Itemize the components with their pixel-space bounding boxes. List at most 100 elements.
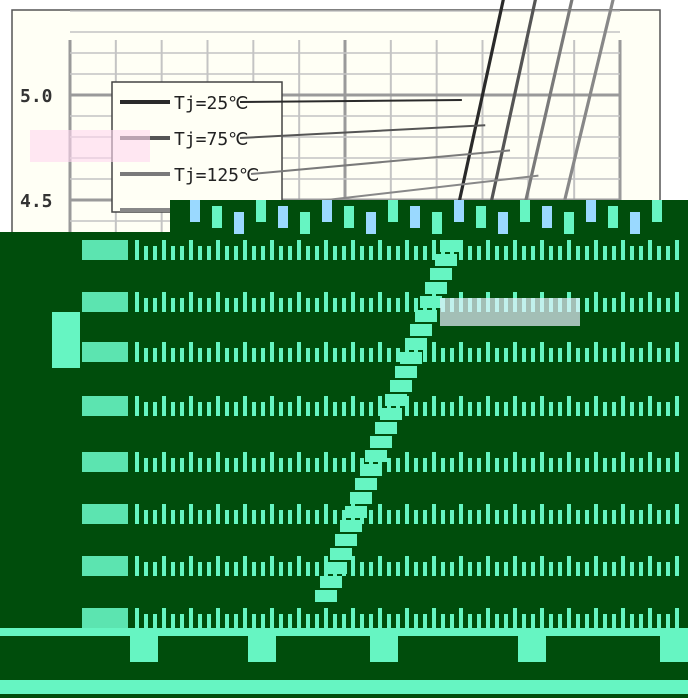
artifact-stripe (621, 292, 625, 312)
artifact-stripe (288, 402, 292, 416)
artifact-stripe (522, 246, 526, 260)
artifact-stripe (162, 342, 166, 362)
artifact-stripe (189, 292, 193, 312)
artifact-stripe (225, 510, 229, 524)
artifact-stripe (279, 298, 283, 312)
artifact-stripe (234, 298, 238, 312)
glitch-block (608, 206, 618, 228)
artifact-stripe (135, 292, 139, 312)
artifact-stripe (423, 562, 427, 576)
artifact-stripe (324, 608, 328, 628)
artifact-stripe (486, 240, 490, 260)
artifact-stripe (504, 458, 508, 472)
artifact-stripe (351, 452, 355, 472)
artifact-stripe (333, 614, 337, 628)
artifact-stripe (270, 240, 274, 260)
artifact-stripe (585, 246, 589, 260)
artifact-stripe (558, 246, 562, 260)
artifact-stripe (324, 452, 328, 472)
artifact-stripe (495, 246, 499, 260)
artifact-stripe (342, 298, 346, 312)
artifact-stripe (558, 614, 562, 628)
artifact-stripe (234, 614, 238, 628)
y-tick-label: 5.0 (20, 86, 53, 107)
artifact-stripe (585, 510, 589, 524)
artifact-block (370, 636, 398, 662)
artifact-stripe (630, 562, 634, 576)
artifact-stripe (531, 458, 535, 472)
artifact-stripe (486, 342, 490, 362)
artifact-stripe (252, 348, 256, 362)
artifact-stripe (135, 504, 139, 524)
artifact-stripe (567, 608, 571, 628)
artifact-stripe (279, 614, 283, 628)
artifact-stripe (549, 402, 553, 416)
artifact-stripe (531, 614, 535, 628)
artifact-stripe (621, 452, 625, 472)
artifact-stripe (486, 452, 490, 472)
artifact-stripe (468, 510, 472, 524)
artifact-trail (415, 310, 437, 322)
artifact-stripe (621, 396, 625, 416)
artifact-stripe (297, 396, 301, 416)
artifact-stripe (585, 298, 589, 312)
artifact-trail (395, 366, 417, 378)
artifact-stripe (648, 292, 652, 312)
artifact-stripe (180, 298, 184, 312)
artifact-stripe (180, 402, 184, 416)
artifact-stripe (153, 298, 157, 312)
artifact-stripe (171, 510, 175, 524)
glitch-block (234, 212, 244, 234)
artifact-stripe (567, 240, 571, 260)
artifact-stripe (612, 510, 616, 524)
artifact-stripe (297, 240, 301, 260)
artifact-stripe (603, 246, 607, 260)
artifact-stripe (585, 458, 589, 472)
artifact-stripe (225, 614, 229, 628)
artifact-stripe (477, 614, 481, 628)
artifact-stripe (648, 396, 652, 416)
artifact-stripe (423, 348, 427, 362)
artifact-stripe (279, 402, 283, 416)
artifact-stripe (567, 342, 571, 362)
artifact-stripe (324, 396, 328, 416)
artifact-stripe (279, 246, 283, 260)
artifact-stripe (414, 458, 418, 472)
artifact-stripe (477, 458, 481, 472)
legend-label: Tj=25℃ (174, 93, 248, 114)
artifact-stripe (405, 292, 409, 312)
artifact-stripe (396, 246, 400, 260)
artifact-stripe (513, 342, 517, 362)
artifact-trail (380, 408, 402, 420)
artifact-block (82, 342, 128, 362)
artifact-trail (350, 492, 372, 504)
artifact-stripe (162, 452, 166, 472)
artifact-stripe (576, 348, 580, 362)
artifact-stripe (450, 510, 454, 524)
artifact-stripe (612, 614, 616, 628)
artifact-stripe (162, 556, 166, 576)
artifact-stripe (675, 240, 679, 260)
artifact-trail (390, 380, 412, 392)
artifact-stripe (261, 348, 265, 362)
artifact-stripe (333, 402, 337, 416)
artifact-stripe (243, 342, 247, 362)
artifact-stripe (540, 608, 544, 628)
artifact-stripe (531, 510, 535, 524)
artifact-stripe (288, 458, 292, 472)
artifact-stripe (261, 458, 265, 472)
artifact-stripe (513, 608, 517, 628)
artifact-stripe (216, 240, 220, 260)
artifact-stripe (675, 452, 679, 472)
artifact-stripe (351, 342, 355, 362)
artifact-stripe (351, 556, 355, 576)
artifact-stripe (666, 562, 670, 576)
artifact-stripe (576, 458, 580, 472)
artifact-stripe (180, 562, 184, 576)
artifact-stripe (657, 402, 661, 416)
artifact-stripe (207, 458, 211, 472)
artifact-stripe (270, 556, 274, 576)
artifact-stripe (351, 396, 355, 416)
artifact-stripe (351, 292, 355, 312)
artifact-stripe (558, 458, 562, 472)
